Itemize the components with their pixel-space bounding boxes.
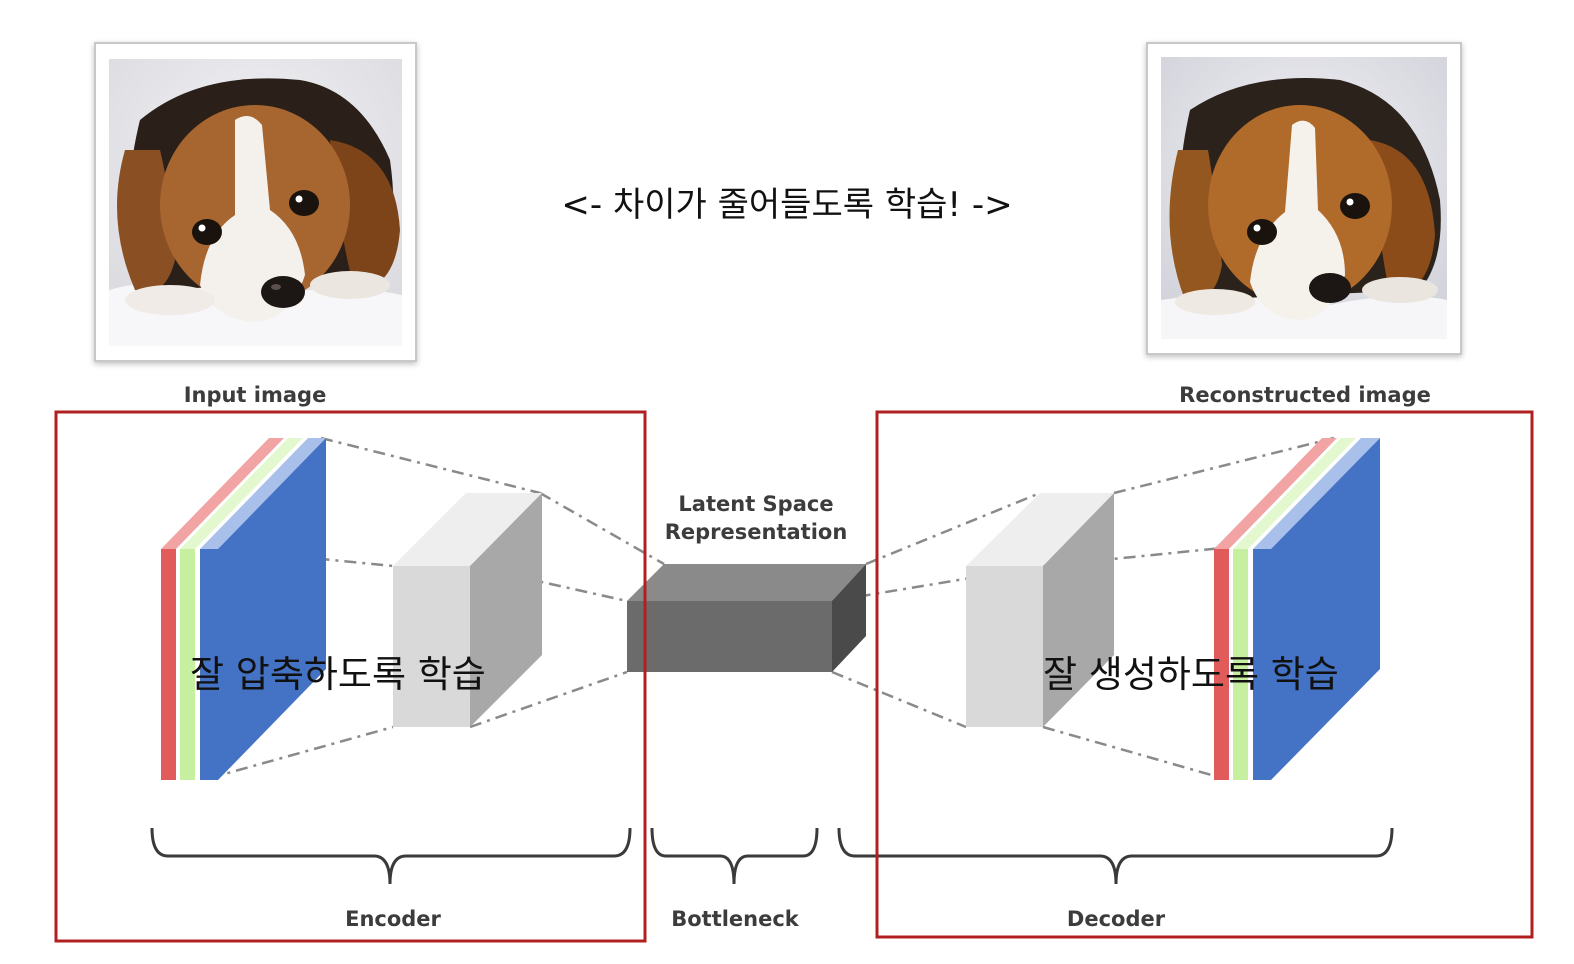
encoder-label: Encoder (345, 907, 441, 931)
decoder-objective-note: 잘 생성하도록 학습 (1043, 653, 1339, 696)
input-channel-stack (161, 438, 326, 780)
input-puppy-photo (109, 59, 402, 346)
reconstructed-image (1146, 42, 1462, 355)
input-image-label: Input image (184, 383, 327, 407)
encoder-brace (150, 827, 632, 885)
green-channel-layer (1233, 438, 1356, 780)
reconstructed-image-label: Reconstructed image (1179, 383, 1431, 407)
blue-channel-layer (200, 438, 326, 780)
output-puppy-photo (1161, 57, 1447, 339)
blue-channel-layer (1253, 438, 1380, 780)
decoder-label: Decoder (1067, 907, 1166, 931)
decoder-highlight-box (875, 410, 1534, 939)
input-image (94, 42, 417, 362)
green-channel-layer (180, 438, 303, 780)
encoder-objective-note: 잘 압축하도록 학습 (190, 653, 486, 696)
red-channel-layer (161, 438, 284, 780)
output-channel-stack (1214, 438, 1380, 780)
decoder-brace (837, 827, 1394, 885)
encoder-feature-block (393, 493, 542, 727)
bottleneck-brace (650, 827, 819, 885)
latent-space-label-line2: Representation (665, 520, 848, 544)
bottleneck-block (627, 564, 866, 672)
bottleneck-label: Bottleneck (671, 907, 800, 931)
encoder-highlight-box (54, 410, 647, 943)
red-channel-layer (1214, 438, 1337, 780)
latent-space-label-line1: Latent Space (678, 492, 833, 516)
training-objective-note: <- 차이가 줄어들도록 학습! -> (561, 185, 1012, 225)
decoder-feature-block (966, 493, 1114, 727)
